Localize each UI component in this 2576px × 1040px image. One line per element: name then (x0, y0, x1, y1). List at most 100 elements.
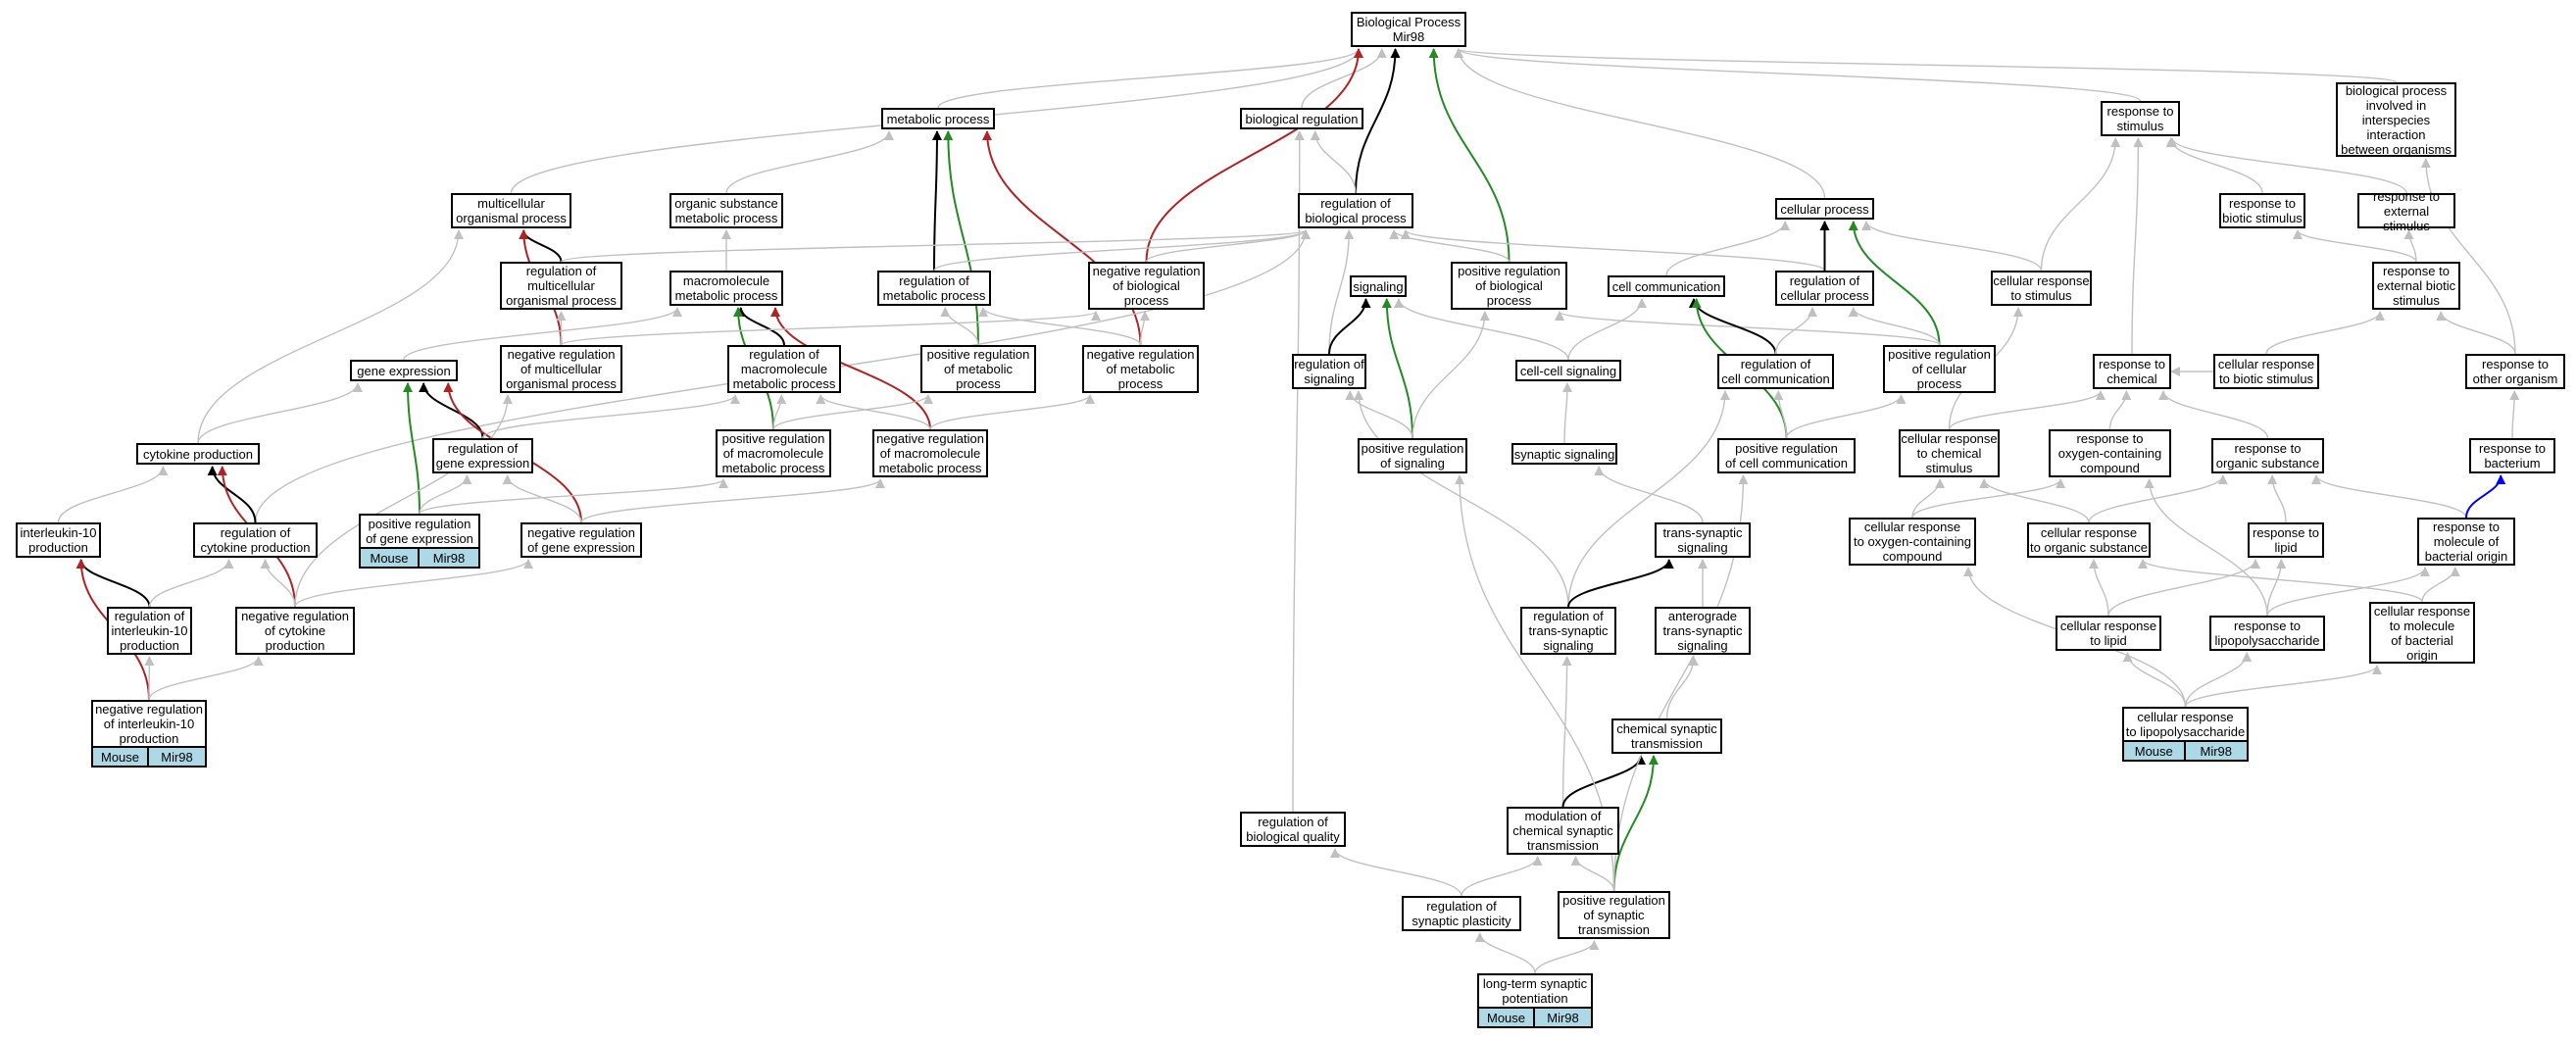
go-term-cellresplipid[interactable]: cellular response to lipid (2056, 616, 2161, 651)
edge-regtranssyn-to-regcellcomm (1567, 390, 1730, 608)
go-term-interspecies[interactable]: biological process involved in interspec… (2336, 82, 2456, 157)
edge-metabolic-to-bp (937, 48, 1363, 109)
edge-posreggeneexpr-to-reggeneexpr (419, 474, 472, 515)
go-term-anterograde[interactable]: anterograde trans-synaptic signaling (1655, 607, 1751, 655)
go-term-cellrespchem[interactable]: cellular response to chemical stimulus (1899, 429, 2000, 477)
go-term-respbiotic[interactable]: response to biotic stimulus (2219, 193, 2305, 228)
go-term-multicell[interactable]: multicellular organismal process (451, 193, 571, 228)
go-term-regsignaling[interactable]: regulation of signaling (1292, 354, 1366, 389)
edge-regil10-to-regcytokine (148, 559, 234, 608)
go-term-cellrespbiotic[interactable]: cellular response to biotic stimulus (2213, 354, 2319, 389)
edge-cellcellsig-to-cellcomm (1567, 298, 1647, 361)
go-term-macromol[interactable]: macromolecule metabolic process (669, 271, 783, 306)
edge-cellresporganic-to-resporganic (2088, 474, 2228, 523)
go-term-respother[interactable]: response to other organism (2465, 354, 2565, 389)
go-term-posregsyntrans[interactable]: positive regulation of synaptic transmis… (1558, 891, 1670, 939)
go-term-cellrespstim[interactable]: cellular response to stimulus (1991, 271, 2092, 306)
go-term-posregcellular[interactable]: positive regulation of cellular process (1883, 345, 1996, 393)
go-term-posreggeneexpr[interactable]: positive regulation of gene expression (359, 514, 480, 549)
edge-regmulticell-to-multicell (519, 229, 563, 263)
go-term-negregmetab[interactable]: negative regulation of metabolic process (1082, 345, 1199, 393)
go-term-negregil10[interactable]: negative regulation of interleukin-10 pr… (91, 700, 207, 748)
edge-posregbio-to-bp (1428, 48, 1511, 263)
go-term-metabolic[interactable]: metabolic process (881, 108, 995, 129)
go-term-respbacterium[interactable]: response to bacterium (2469, 438, 2555, 473)
go-term-reggeneexpr[interactable]: regulation of gene expression (432, 438, 533, 473)
edge-negregcytokine-to-regcytokine (260, 559, 296, 608)
go-term-bp[interactable]: Biological Process Mir98 (1351, 12, 1466, 47)
edge-resplps-to-resplipid (2266, 559, 2287, 617)
go-term-chemsyn[interactable]: chemical synaptic transmission (1611, 718, 1722, 754)
edge-negregil10-to-negregcytokine (148, 656, 264, 701)
go-term-respext[interactable]: response to external stimulus (2357, 189, 2455, 233)
go-term-respextbiotic[interactable]: response to external biotic stimulus (2372, 262, 2460, 310)
go-term-negregbio[interactable]: negative regulation of biological proces… (1088, 262, 1205, 310)
go-term-regmulticell[interactable]: regulation of multicellular organismal p… (500, 262, 622, 310)
go-term-cellcellsig[interactable]: cell-cell signaling (1515, 360, 1621, 381)
go-term-resplps[interactable]: response to lipopolysaccharide (2209, 616, 2325, 651)
edge-regtranssyn-to-transsyn (1567, 559, 1674, 608)
go-term-respstim[interactable]: response to stimulus (2101, 101, 2180, 136)
edge-respextbiotic-to-respext (2403, 229, 2417, 263)
go-term-respmolbact[interactable]: response to molecule of bacterial origin (2417, 518, 2515, 566)
go-term-posregbio[interactable]: positive regulation of biological proces… (1451, 262, 1567, 310)
go-term-posregmetab[interactable]: positive regulation of metabolic process (920, 345, 1036, 393)
edge-respmolbact-to-respbacterium (2465, 474, 2506, 519)
go-term-posregcellcomm[interactable]: positive regulation of cell communicatio… (1717, 438, 1856, 473)
go-term-posregsignaling[interactable]: positive regulation of signaling (1358, 438, 1467, 473)
go-term-cytokine[interactable]: cytokine production (136, 443, 260, 465)
go-term-regil10[interactable]: regulation of interleukin-10 production (107, 607, 192, 655)
go-term-resplipid[interactable]: response to lipid (2248, 522, 2324, 558)
edge-geneexpr-to-macromol (403, 307, 682, 361)
go-term-modchemsyn[interactable]: modulation of chemical synaptic transmis… (1507, 807, 1619, 855)
go-term-cellular[interactable]: cellular process (1775, 198, 1874, 220)
go-term-negregcytokine[interactable]: negative regulation of cytokine producti… (235, 607, 355, 655)
go-term-geneexpr[interactable]: gene expression (350, 360, 458, 381)
go-term-cellcomm[interactable]: cell communication (1608, 275, 1725, 297)
go-term-cellresporganic[interactable]: cellular response to organic substance (2027, 522, 2151, 558)
go-term-transsyn[interactable]: trans-synaptic signaling (1655, 522, 1751, 558)
go-term-negregmacromol[interactable]: negative regulation of macromolecule met… (872, 429, 988, 477)
go-term-regtranssyn[interactable]: regulation of trans-synaptic signaling (1520, 607, 1616, 655)
annotation-tag-mir98: Mir98 (418, 547, 480, 569)
edge-posregsyntrans-to-chemsyn (1612, 755, 1659, 892)
go-term-il10[interactable]: interleukin-10 production (16, 522, 101, 558)
edge-negregmacromol-to-regmacromol (816, 394, 931, 430)
edge-posregmetab-to-regmetab (940, 307, 979, 346)
edge-organicsub-to-metabolic (725, 130, 894, 194)
go-term-synsig[interactable]: synaptic signaling (1511, 443, 1617, 465)
edge-posregbio-to-regbio (1389, 229, 1511, 263)
go-term-resporganic[interactable]: response to organic substance (2211, 438, 2324, 473)
go-term-organicsub[interactable]: organic substance metabolic process (669, 193, 783, 228)
go-term-posregmacromol[interactable]: positive regulation of macromolecule met… (716, 429, 831, 477)
go-term-cellrespmolbact[interactable]: cellular response to molecule of bacteri… (2369, 602, 2475, 664)
go-term-regcellcomm[interactable]: regulation of cell communication (1717, 354, 1834, 389)
edge-cellcomm-to-cellular (1665, 221, 1791, 276)
go-term-regbio[interactable]: regulation of biological process (1298, 193, 1413, 228)
go-term-respchem[interactable]: response to chemical (2093, 354, 2171, 389)
go-term-ltp[interactable]: long-term synaptic potentiation (1477, 973, 1593, 1009)
go-term-regcytokine[interactable]: regulation of cytokine production (193, 522, 318, 558)
go-term-regsynplast[interactable]: regulation of synaptic plasticity (1402, 896, 1521, 931)
go-term-negregmulticell[interactable]: negative regulation of multicellular org… (500, 345, 622, 393)
go-term-regcellular[interactable]: regulation of cellular process (1775, 271, 1874, 306)
go-term-regmetab[interactable]: regulation of metabolic process (877, 271, 991, 306)
edge-cellresporganic-to-cellrespchem (1979, 478, 2090, 523)
go-term-regbioqual[interactable]: regulation of biological quality (1240, 812, 1346, 847)
edge-negregmacromol-to-negregmetab (929, 394, 1095, 430)
go-term-cellrespoxy[interactable]: cellular response to oxygen-containing c… (1849, 518, 1976, 566)
go-term-cellresplps[interactable]: cellular response to lipopolysaccharide (2122, 707, 2249, 742)
edge-regmetab-to-regbio (933, 229, 1311, 272)
annotation-tag-mouse: Mouse (2122, 740, 2186, 762)
edge-cellrespmolbact-to-respmolbact (2421, 567, 2460, 603)
edge-posregcellular-to-cellular (1848, 221, 1941, 346)
go-term-respoxy[interactable]: response to oxygen-containing compound (2049, 429, 2171, 477)
go-term-signaling[interactable]: signaling (1350, 275, 1407, 297)
go-term-negreggeneexpr[interactable]: negative regulation of gene expression (520, 522, 642, 558)
edge-interspecies-to-bp (1454, 48, 2398, 83)
go-term-bioreg[interactable]: biological regulation (1240, 108, 1363, 129)
go-term-regmacromol[interactable]: regulation of macromolecule metabolic pr… (727, 345, 841, 393)
edge-cytokine-to-geneexpr (197, 382, 363, 444)
edge-negregmetab-to-negregbio (1139, 311, 1150, 346)
